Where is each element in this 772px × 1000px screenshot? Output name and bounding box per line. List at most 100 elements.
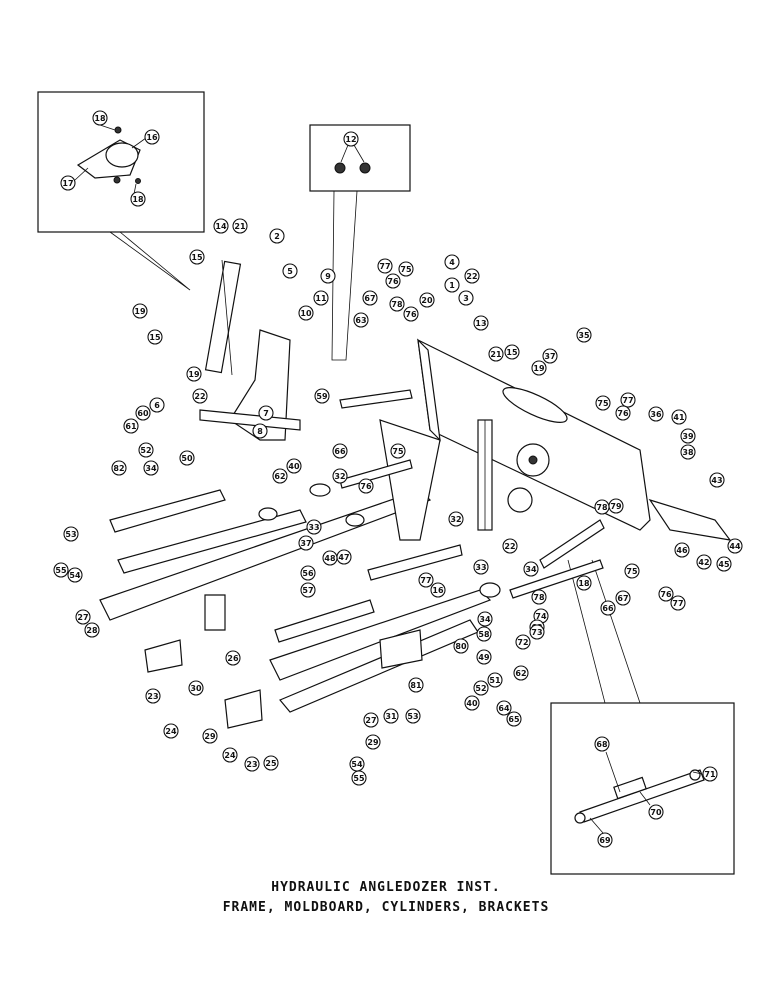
part-callout-1: 1 <box>444 277 460 293</box>
part-callout-27: 27 <box>363 712 379 728</box>
callout-circle <box>258 405 274 421</box>
part-callout-75: 75 <box>595 395 611 411</box>
callout-number: 35 <box>578 331 590 340</box>
callout-circle <box>132 303 148 319</box>
part-callout-33: 33 <box>306 519 322 535</box>
part-callout-55: 55 <box>351 770 367 786</box>
part-callout-36: 36 <box>648 406 664 422</box>
part-callout-80: 80 <box>453 638 469 654</box>
callout-number: 25 <box>265 759 277 768</box>
callout-circle <box>222 747 238 763</box>
callout-number: 70 <box>650 808 662 817</box>
part-callout-21: 21 <box>232 218 248 234</box>
callout-number: 82 <box>113 464 124 473</box>
part-callout-77: 77 <box>418 572 434 588</box>
part-callout-82: 82 <box>111 460 127 476</box>
callout-circle <box>594 736 610 752</box>
part-callout-67: 67 <box>615 590 631 606</box>
callout-number: 81 <box>410 681 422 690</box>
part-callout-46: 46 <box>674 542 690 558</box>
part-callout-72: 72 <box>515 634 531 650</box>
callout-circle <box>696 554 712 570</box>
callout-circle <box>269 228 285 244</box>
part-callout-77: 77 <box>670 595 686 611</box>
callout-circle <box>506 711 522 727</box>
callout-circle <box>320 268 336 284</box>
callout-number: 46 <box>676 546 688 555</box>
part-callout-13: 13 <box>473 315 489 331</box>
part-callout-58: 58 <box>476 626 492 642</box>
callout-circle <box>186 366 202 382</box>
part-callout-23: 23 <box>244 756 260 772</box>
callout-circle <box>453 638 469 654</box>
callout-circle <box>531 360 547 376</box>
callout-number: 68 <box>596 740 608 749</box>
part-callout-53: 53 <box>63 526 79 542</box>
callout-circle <box>149 397 165 413</box>
callout-circle <box>680 428 696 444</box>
callout-number: 2 <box>274 232 280 241</box>
callout-number: 15 <box>506 348 518 357</box>
callout-number: 12 <box>345 135 356 144</box>
part-callout-27: 27 <box>75 609 91 625</box>
callout-number: 24 <box>224 751 236 760</box>
part-callout-63: 63 <box>353 312 369 328</box>
part-callout-37: 37 <box>298 535 314 551</box>
callout-circle <box>306 519 322 535</box>
part-callout-34: 34 <box>477 611 493 627</box>
callout-number: 56 <box>302 569 314 578</box>
callout-circle <box>63 526 79 542</box>
callout-number: 6 <box>154 401 160 410</box>
callout-circle <box>351 770 367 786</box>
part-callout-24: 24 <box>222 747 238 763</box>
callout-circle <box>458 290 474 306</box>
part-callout-55: 55 <box>53 562 69 578</box>
part-callout-38: 38 <box>680 444 696 460</box>
callout-number: 55 <box>353 774 365 783</box>
callout-number: 66 <box>334 447 346 456</box>
callout-circle <box>362 290 378 306</box>
part-callout-56: 56 <box>300 565 316 581</box>
callout-number: 40 <box>288 462 300 471</box>
callout-circle <box>398 261 414 277</box>
callout-circle <box>576 575 592 591</box>
callout-number: 52 <box>475 684 486 693</box>
part-callout-32: 32 <box>448 511 464 527</box>
callout-number: 77 <box>672 599 683 608</box>
callout-circle <box>702 766 718 782</box>
callout-circle <box>145 688 161 704</box>
part-callout-43: 43 <box>709 472 725 488</box>
part-callout-8: 8 <box>252 423 268 439</box>
callout-number: 76 <box>405 310 417 319</box>
callout-number: 67 <box>617 594 628 603</box>
callout-number: 48 <box>324 554 336 563</box>
part-callout-49: 49 <box>476 649 492 665</box>
callout-circle <box>448 511 464 527</box>
part-callout-39: 39 <box>680 428 696 444</box>
inset-pointer-nut <box>331 190 358 361</box>
part-callout-5: 5 <box>282 263 298 279</box>
callout-circle <box>515 634 531 650</box>
callout-circle <box>252 423 268 439</box>
part-callout-66: 66 <box>600 600 616 616</box>
callout-number: 14 <box>215 222 227 231</box>
callout-circle <box>615 405 631 421</box>
callout-circle <box>670 595 686 611</box>
part-callout-59: 59 <box>314 388 330 404</box>
part-callout-29: 29 <box>365 734 381 750</box>
callout-number: 31 <box>385 712 397 721</box>
callout-circle <box>576 327 592 343</box>
part-callout-76: 76 <box>385 273 401 289</box>
callout-circle <box>597 832 613 848</box>
callout-circle <box>444 254 460 270</box>
callout-number: 77 <box>379 262 390 271</box>
part-callout-15: 15 <box>189 249 205 265</box>
callout-circle <box>487 672 503 688</box>
part-callout-75: 75 <box>398 261 414 277</box>
callout-number: 72 <box>517 638 528 647</box>
part-callout-32: 32 <box>332 468 348 484</box>
part-callout-41: 41 <box>671 409 687 425</box>
callout-number: 77 <box>420 576 431 585</box>
inset-pointer-link <box>567 559 641 704</box>
part-callout-14: 14 <box>213 218 229 234</box>
